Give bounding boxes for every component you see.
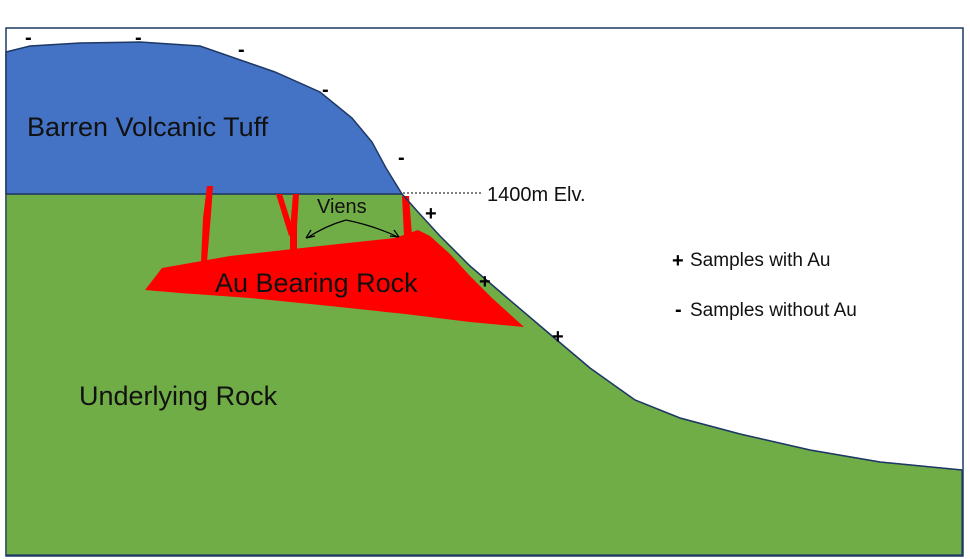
negative-sample-markers: - - - - - — [25, 27, 405, 169]
vein-middle-branch — [276, 194, 294, 236]
negative-sample-marker: - — [322, 79, 329, 101]
legend-positive-symbol: + — [672, 250, 684, 272]
elevation-label: 1400m Elv. — [487, 184, 586, 206]
vein-arrows — [305, 219, 400, 239]
positive-sample-markers: + + + — [425, 203, 564, 348]
negative-sample-marker: - — [238, 39, 245, 61]
vein-arrow-left-head — [305, 229, 316, 239]
vein-right — [402, 196, 412, 236]
positive-sample-marker: + — [552, 326, 564, 348]
vein-arrow-right — [345, 219, 399, 238]
negative-sample-marker: - — [135, 27, 142, 49]
legend-negative-label: Samples without Au — [690, 300, 857, 321]
vein-left — [201, 186, 213, 262]
positive-sample-marker: + — [425, 203, 437, 225]
underlying-rock-label: Underlying Rock — [79, 381, 278, 411]
legend-positive-label: Samples with Au — [690, 250, 830, 271]
veins — [201, 186, 412, 262]
slope-outline — [401, 193, 963, 471]
negative-sample-marker: - — [398, 147, 405, 169]
au-bearing-rock-label: Au Bearing Rock — [215, 268, 418, 298]
veins-label: Viens — [317, 196, 367, 218]
volcanic-tuff-layer — [5, 41, 404, 195]
vein-arrow-right-head — [389, 229, 400, 238]
negative-sample-marker: - — [25, 27, 32, 49]
vein-arrow-left — [306, 219, 347, 239]
legend-negative-symbol: - — [675, 299, 682, 321]
positive-sample-marker: + — [479, 271, 491, 293]
vein-middle — [290, 194, 299, 252]
legend: + Samples with Au - Samples without Au — [672, 250, 857, 321]
au-bearing-rock-body — [145, 230, 524, 327]
volcanic-tuff-label: Barren Volcanic Tuff — [27, 112, 269, 142]
